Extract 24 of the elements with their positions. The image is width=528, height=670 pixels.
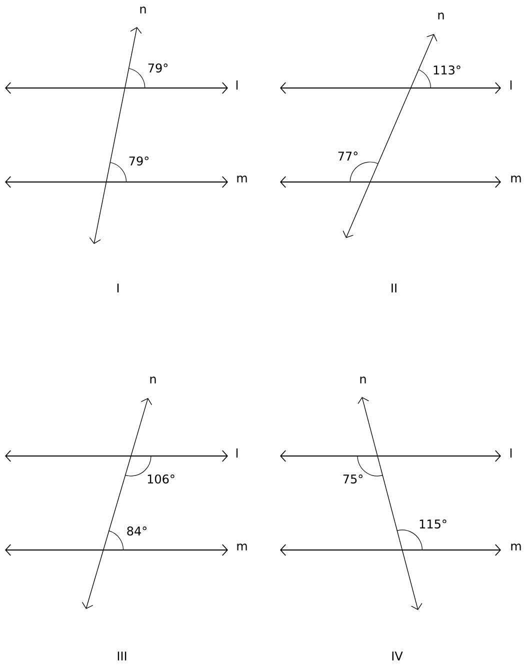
line-label: n	[360, 376, 366, 384]
line-label: l	[510, 80, 512, 90]
angle-label: 75°	[343, 474, 362, 484]
figure-number: III	[118, 652, 126, 660]
line-label: m	[237, 544, 247, 550]
line-label: l	[236, 80, 238, 90]
angle-label: 113°	[434, 65, 460, 75]
figure-number: II	[392, 284, 396, 292]
line-label: m	[511, 176, 521, 182]
angle-label: 115°	[420, 519, 446, 529]
line-label: l	[510, 448, 512, 458]
angle-label: 84°	[127, 526, 146, 536]
line-label: l	[236, 448, 238, 458]
line-label: n	[438, 12, 444, 20]
line-label: m	[237, 176, 247, 182]
line-label: m	[511, 544, 521, 550]
angle-label: 106°	[148, 474, 174, 484]
figure-number: IV	[392, 652, 403, 660]
line-label: n	[150, 376, 156, 384]
figure-number: I	[117, 284, 119, 292]
angle-label: 79°	[129, 156, 148, 166]
angle-label: 77°	[338, 152, 358, 160]
line-label: n	[140, 6, 146, 14]
angle-label: 79°	[148, 63, 168, 73]
